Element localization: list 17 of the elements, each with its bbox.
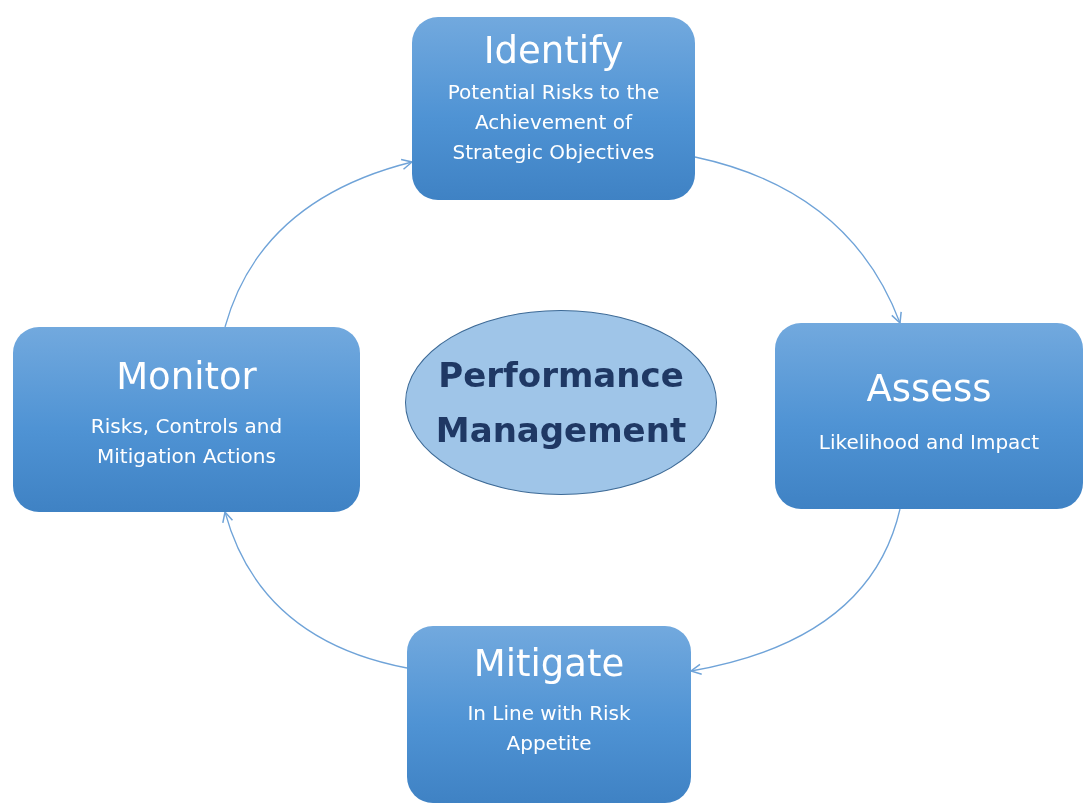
curved-arrow (222, 511, 408, 669)
center-label: Performance Management (434, 354, 688, 452)
curved-arrow (694, 156, 902, 324)
curved-arrow (690, 508, 901, 675)
step-description: Risks, Controls and Mitigation Actions (89, 413, 284, 471)
process-box (412, 17, 695, 200)
process-box (407, 626, 691, 803)
step-title: Assess (866, 367, 992, 412)
step-description: In Line with Risk Appetite (466, 700, 632, 758)
step-title: Monitor (116, 355, 257, 400)
step-title: Mitigate (473, 642, 625, 687)
step-description: Likelihood and Impact (818, 429, 1040, 457)
step-description: Potential Risks to the Achievement of Strategic Objectives (446, 79, 661, 167)
curved-arrow (224, 159, 413, 328)
process-box (775, 323, 1083, 509)
step-title: Identify (483, 29, 624, 74)
process-box (13, 327, 360, 512)
